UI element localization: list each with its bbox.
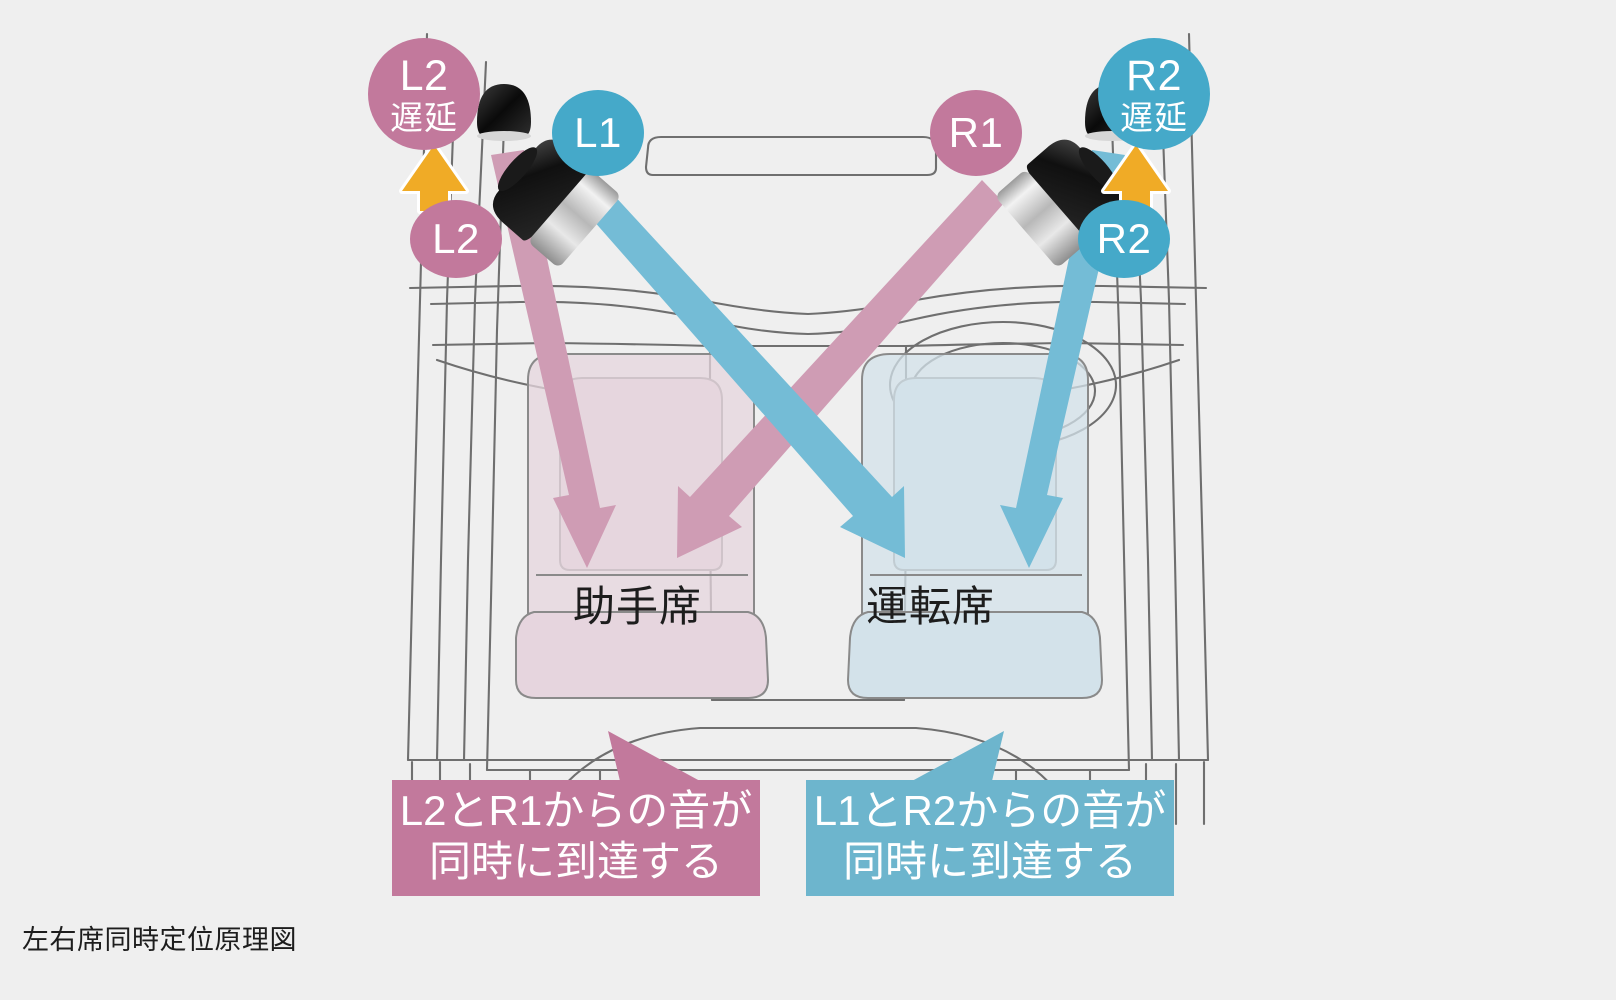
seat-label-passenger: 助手席: [573, 583, 703, 630]
badge-r2[interactable]: R2: [1078, 200, 1170, 278]
badge-r2-main: R2: [1096, 215, 1152, 262]
badge-r1[interactable]: R1: [930, 90, 1022, 176]
sound-path-r1-to-passenger: [677, 180, 1004, 558]
callout-left[interactable]: L2とR1からの音が 同時に到達する: [392, 780, 760, 896]
badge-r2-delay-main: R2: [1126, 51, 1182, 100]
sound-path-l2-to-passenger: [491, 150, 616, 568]
badge-l2-delay-main: L2: [399, 51, 449, 100]
badge-l2[interactable]: L2: [410, 200, 502, 278]
badge-l1-main: L1: [574, 109, 622, 156]
badge-l2-delay-sub: 遅延: [390, 98, 458, 136]
badge-l1[interactable]: L1: [552, 90, 644, 176]
callout-left-line1: L2とR1からの音が: [399, 786, 753, 834]
seat-label-driver: 運転席: [866, 583, 996, 630]
badge-l2-delay[interactable]: L2 遅延: [368, 38, 480, 150]
figure-caption: 左右席同時定位原理図: [22, 925, 297, 955]
left-main-speaker-icon: [493, 139, 619, 266]
sound-path-l1-to-driver: [578, 180, 905, 558]
badge-r2-delay-sub: 遅延: [1120, 98, 1188, 136]
callout-right-line2: 同時に到達する: [842, 838, 1137, 885]
badge-l2-main: L2: [432, 215, 480, 262]
badge-r1-main: R1: [948, 109, 1004, 156]
left-tweeter-dome-icon: [477, 84, 531, 141]
callout-right-line1: L1とR2からの音が: [813, 786, 1167, 834]
badge-r2-delay[interactable]: R2 遅延: [1098, 38, 1210, 150]
left-callout-tail: [608, 731, 700, 781]
callout-right[interactable]: L1とR2からの音が 同時に到達する: [806, 780, 1174, 896]
callout-left-line2: 同時に到達する: [428, 838, 723, 885]
right-callout-tail: [912, 731, 1004, 781]
